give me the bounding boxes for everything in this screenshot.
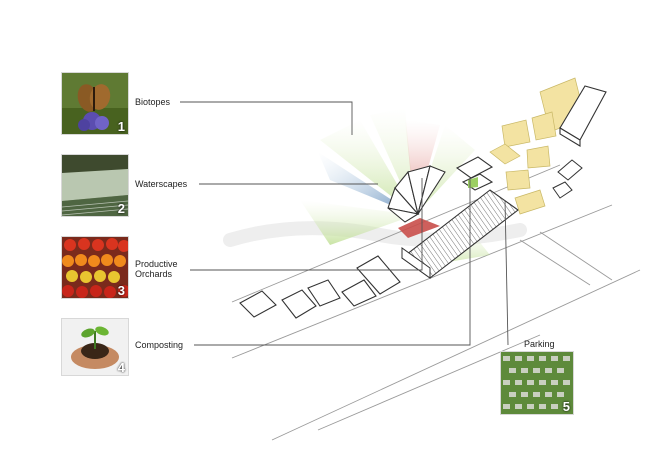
fan-green-left (320, 120, 415, 215)
leader-biotopes (180, 101, 353, 135)
label-orchards: Orchards (135, 269, 173, 279)
leader-lines (180, 101, 509, 346)
badge-4: 4 (117, 360, 125, 375)
label-composting: Composting (135, 340, 184, 350)
main-building (401, 189, 519, 279)
badge-2: 2 (117, 201, 125, 216)
small-houses-right (552, 159, 583, 199)
produce-image (62, 237, 128, 298)
seedling-hands-image (62, 319, 128, 375)
leader-productive-orchards (190, 178, 423, 271)
badge-3: 3 (117, 283, 125, 298)
composting-photo: 4 (61, 318, 129, 376)
fan-pavilion (387, 165, 446, 223)
biotopes-photo: 1 (61, 72, 129, 135)
waterscape-image (62, 155, 128, 216)
waterscapes-photo: 2 (61, 154, 129, 217)
road-lines (231, 164, 641, 441)
grass-pavers-image (501, 352, 573, 414)
label-biotopes: Biotopes (135, 97, 171, 107)
parking-photo: 5 (500, 351, 574, 415)
label-productive: Productive (135, 259, 178, 269)
badge-5: 5 (562, 399, 570, 414)
tall-block (559, 85, 607, 147)
fan-green-lower (300, 200, 415, 245)
label-waterscapes: Waterscapes (135, 179, 188, 189)
productive-orchards-photo: 3 (61, 236, 129, 299)
butterfly-image (62, 73, 128, 134)
leader-parking (504, 199, 509, 346)
label-parking: Parking (524, 339, 555, 349)
fan-red-small (398, 218, 440, 238)
lower-houses (239, 255, 401, 319)
badge-1: 1 (117, 119, 125, 134)
leader-composting (194, 178, 471, 346)
housing-cluster (489, 77, 586, 215)
